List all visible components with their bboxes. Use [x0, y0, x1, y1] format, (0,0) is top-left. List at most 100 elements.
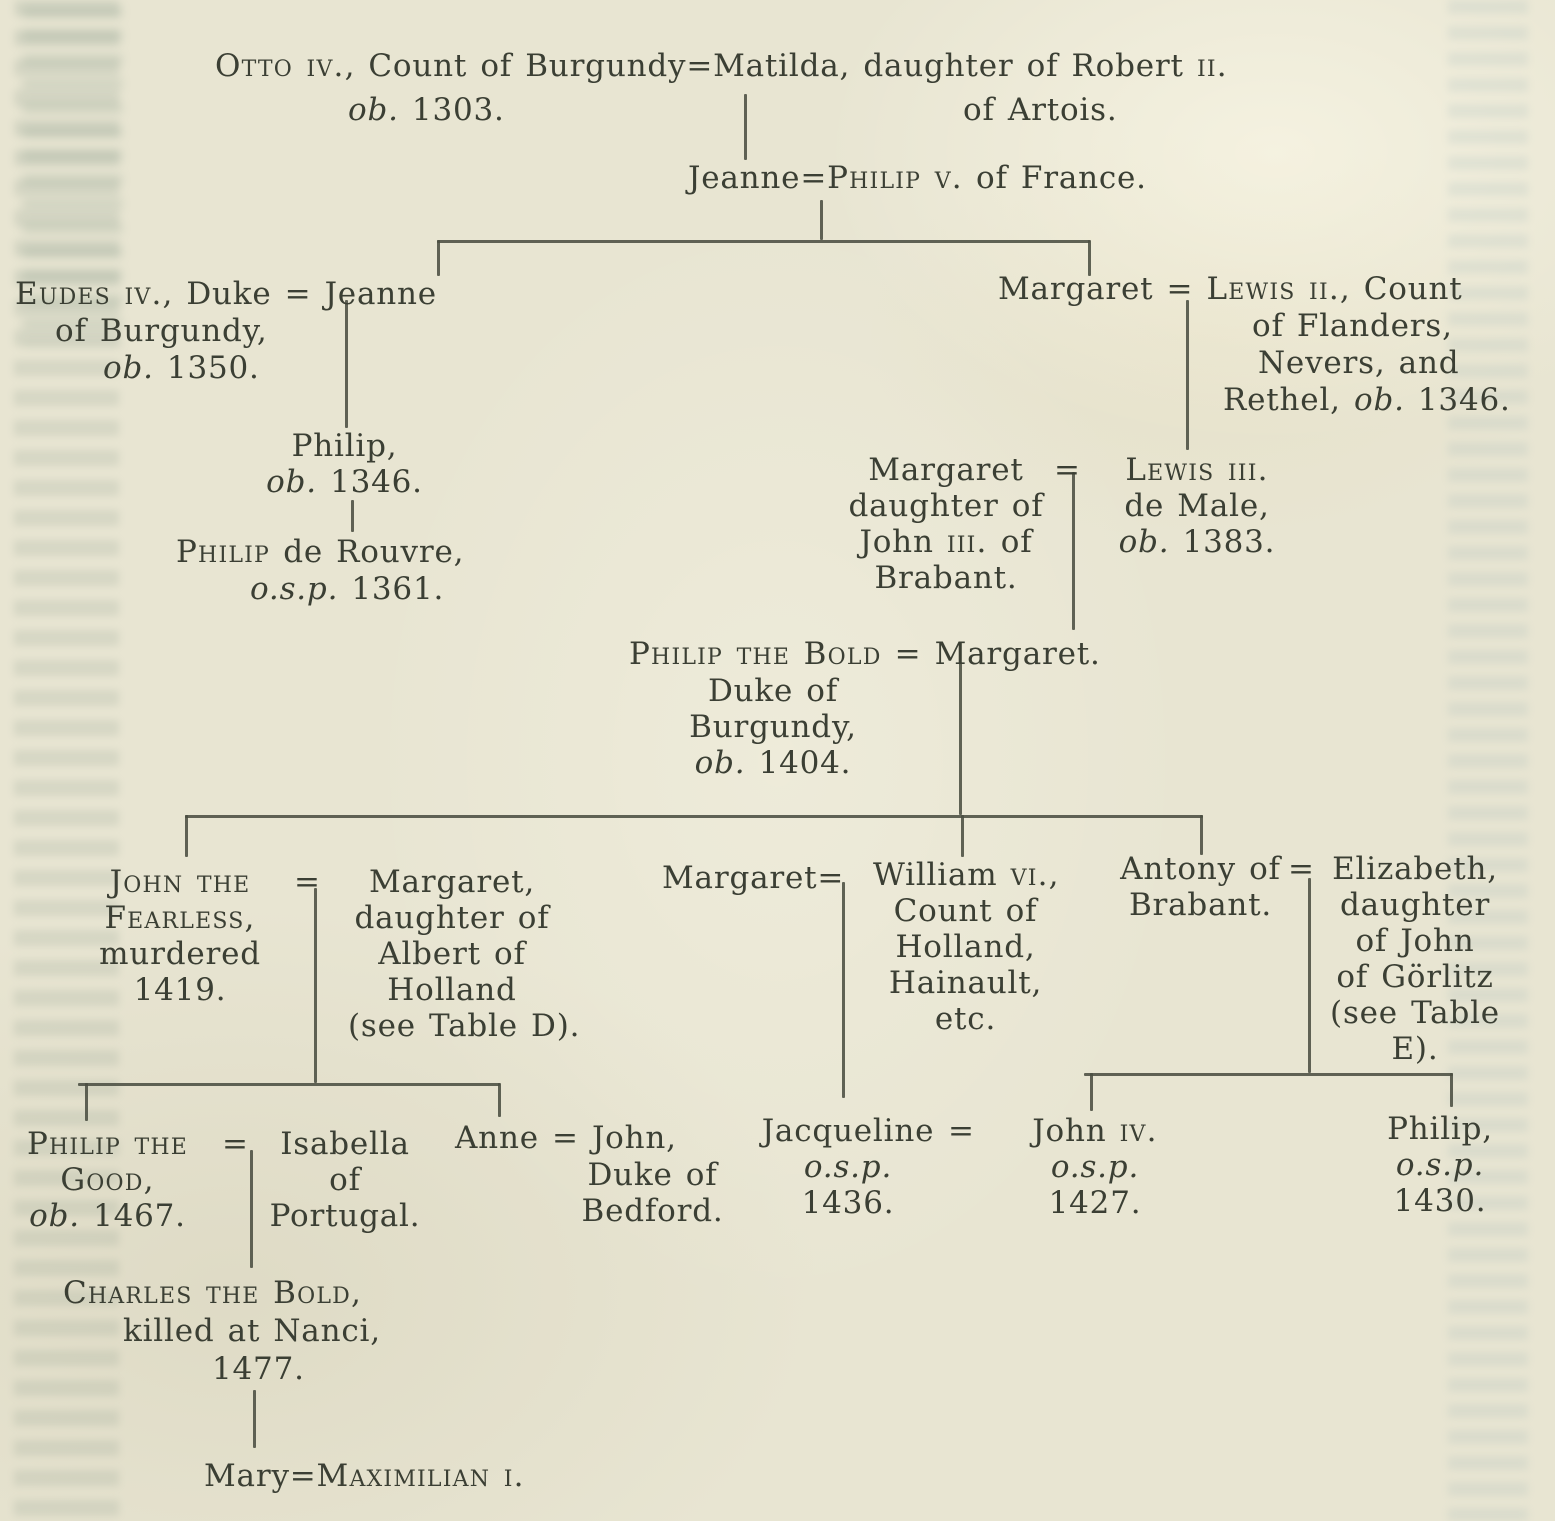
elizabeth-line2: daughter: [1339, 887, 1491, 923]
connector-gen2-left-drop: [437, 240, 440, 276]
otto-death-year: 1303.: [398, 92, 505, 128]
isabella-line3: Portugal.: [269, 1198, 421, 1234]
person-jacqueline: Jacqueline o.s.p. 1436.: [758, 1113, 938, 1221]
philip-bold-spouse: = Margaret.: [881, 636, 1101, 672]
philip-death-year: 1346.: [316, 464, 423, 500]
john-bedford-line3: Bedford.: [581, 1193, 724, 1229]
person-philip-ob-1346: Philip, ob. 1346.: [262, 428, 427, 500]
philip-1430-year: 1430.: [1393, 1183, 1487, 1219]
connector-johnfearless-marriage-down: [314, 888, 317, 1083]
william-text: William: [873, 857, 1011, 893]
person-margaret-and-lewis-ii: Margaret = Lewis ii., Count: [998, 271, 1463, 307]
person-otto-iv-name: Otto iv.: [215, 48, 345, 84]
margaret-name: Margaret =: [998, 271, 1207, 307]
connector-gen5-left-bar: [78, 1083, 500, 1086]
philip-1430-osp: o.s.p.: [1395, 1147, 1485, 1183]
person-philip-osp-1430: Philip, o.s.p. 1430.: [1350, 1111, 1530, 1219]
elizabeth-table-ref-1: (see Table: [1330, 995, 1500, 1031]
person-philip-the-bold-and-margaret: Philip the Bold = Margaret.: [629, 636, 1101, 672]
margaret-brabant-line2: daughter of: [848, 488, 1044, 524]
philip-bold-title-line2: Burgundy,: [689, 709, 857, 745]
lewis-ii-title-line4: Rethel, ob. 1346.: [1223, 382, 1511, 418]
person-charles-the-bold: Charles the Bold,: [63, 1275, 362, 1311]
obiit-abbrev: ob.: [348, 92, 399, 128]
connector-gen5-philip-drop: [1450, 1073, 1453, 1107]
philip-1430-name: Philip,: [1387, 1111, 1493, 1147]
maximilian-name: Maximilian i.: [316, 1458, 525, 1494]
person-lewis-iii: Lewis iii. de Male, ob. 1383.: [1112, 452, 1282, 560]
margaret-holland-line4: Holland: [387, 972, 517, 1008]
isabella-line2: of: [329, 1162, 361, 1198]
margaret-brabant-line3: John iii. of: [842, 524, 1050, 560]
john-text: John: [859, 524, 947, 560]
william-vi-line3: Holland,: [895, 929, 1036, 965]
charles-bold-year: 1477.: [212, 1351, 305, 1387]
eudes-title-jeanne: , Duke = Jeanne: [162, 276, 437, 312]
lewis-iii-death: ob. 1383.: [1112, 524, 1282, 560]
jeanne-name: Jeanne=: [688, 160, 828, 196]
marriage-equals-johnfearless: =: [294, 864, 321, 900]
philip-rouvre-name: Philip: [176, 534, 271, 570]
connector-otto-matilda-down: [744, 94, 747, 160]
john-bedford-line2: Duke of: [587, 1157, 718, 1193]
marriage-equals-jacqueline: =: [948, 1113, 975, 1149]
philip-bold-title-line1: Duke of: [707, 673, 839, 709]
william-vi-numeral: vi.: [1010, 857, 1049, 893]
lewis-iii-death-year: 1383.: [1169, 524, 1276, 560]
margaret-holland-table-ref: (see Table D).: [348, 1008, 581, 1044]
marriage-equals-brabant-lewis3: =: [1054, 452, 1081, 488]
margaret-holland-line3: Albert of: [378, 936, 526, 972]
person-margaret-of-brabant: Margaret daughter of John iii. of Braban…: [842, 452, 1050, 596]
person-margaret-of-holland: Margaret, daughter of Albert of Holland …: [348, 864, 581, 1044]
connector-jeanne-philip-down: [820, 200, 823, 240]
philip-good-death: ob. 1467.: [15, 1198, 200, 1234]
william-vi-line2: Count of: [893, 893, 1038, 929]
obiit-abbrev: ob.: [266, 464, 317, 500]
robert-ii-numeral: ii.: [1196, 48, 1228, 84]
philip-v-title: of France.: [962, 160, 1147, 196]
lewis-ii-title-line3: Nevers, and: [1258, 345, 1460, 381]
obiit-abbrev: ob.: [1353, 382, 1405, 418]
margaret-holland-line2: daughter of: [354, 900, 550, 936]
connector-gen5-anne-drop: [498, 1083, 501, 1117]
philip-good-death-year: 1467.: [79, 1198, 186, 1234]
person-otto-iv-and-matilda: Otto iv., Count of Burgundy=Matilda, dau…: [215, 48, 1228, 84]
connector-lewis3-marriage-down: [1072, 472, 1075, 630]
lewis-ii-title-line2: of Flanders,: [1252, 308, 1453, 344]
obiit-abbrev: ob.: [29, 1198, 80, 1234]
antony-line1: Antony of: [1120, 851, 1281, 887]
lewis-iii-name: Lewis iii.: [1125, 452, 1269, 488]
eudes-death-date: ob. 1350.: [103, 350, 260, 386]
jacqueline-year: 1436.: [801, 1185, 895, 1221]
philip-bold-name: Philip the Bold: [629, 636, 882, 672]
lewis-iii-line2: de Male,: [1124, 488, 1270, 524]
person-eudes-iv-and-jeanne: Eudes iv., Duke = Jeanne: [15, 276, 437, 312]
person-margaret-gen5: Margaret=: [662, 860, 845, 896]
connector-gen5-john4-drop: [1090, 1073, 1093, 1111]
elizabeth-line3: of John: [1355, 923, 1475, 959]
connector-gen5-right-bar: [1084, 1073, 1453, 1076]
william-vi-name: William vi.,: [873, 857, 1059, 893]
margaret-brabant-line1: Margaret: [868, 452, 1024, 488]
person-philip-the-good: Philip the Good, ob. 1467.: [15, 1126, 200, 1234]
obiit-abbrev: ob.: [1118, 524, 1170, 560]
philip-rouvre-rest: de Rouvre,: [270, 534, 465, 570]
person-jeanne-and-philip-v: Jeanne=Philip v. of France.: [688, 160, 1147, 196]
page-showthrough-right: [1448, 0, 1528, 1521]
john-text: John: [1032, 1113, 1120, 1149]
connector-gen2-bar: [437, 240, 1090, 243]
jacqueline-osp: o.s.p.: [803, 1149, 893, 1185]
person-elizabeth-of-gorlitz: Elizabeth, daughter of John of Görlitz (…: [1326, 851, 1504, 1067]
jacqueline-name: Jacqueline: [761, 1113, 935, 1149]
john-iv-name: John iv.: [1005, 1113, 1185, 1149]
philip-death-date: ob. 1346.: [262, 464, 427, 500]
marriage-equals-philipgood: =: [222, 1126, 249, 1162]
philip-bold-death-year: 1404.: [745, 745, 852, 781]
john-fearless-name2: Fearless,: [104, 900, 256, 936]
mary-name: Mary=: [204, 1458, 317, 1494]
lewis-ii-name: Lewis ii.: [1206, 271, 1340, 307]
elizabeth-table-ref-2: E).: [1391, 1031, 1439, 1067]
philip-bold-titles: Duke of Burgundy, ob. 1404.: [688, 673, 858, 781]
connector-gen4-right-drop: [1200, 815, 1203, 855]
charles-bold-line2: killed at Nanci,: [123, 1313, 381, 1349]
